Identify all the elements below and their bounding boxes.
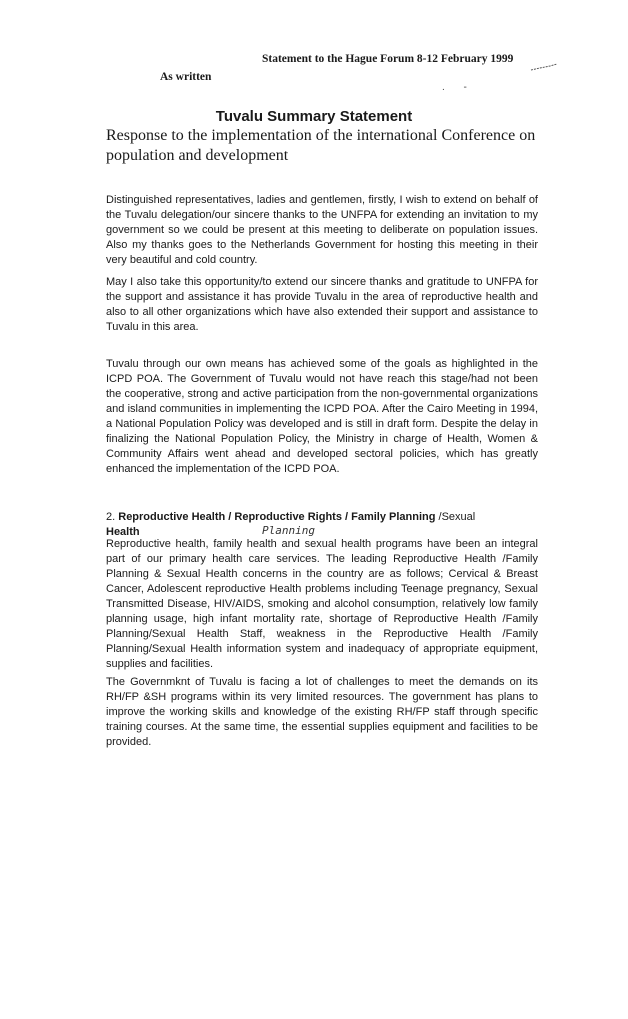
- paragraph-challenges: The Governmknt of Tuvalu is facing a lot…: [106, 676, 538, 748]
- section-heading-line2: Health: [106, 526, 140, 538]
- section-heading-bold: Reproductive Health / Reproductive Right…: [118, 511, 436, 523]
- paragraph-reproductive-health: Reproductive health, family health and s…: [106, 538, 538, 670]
- page-title: Tuvalu Summary Statement: [215, 108, 413, 125]
- forum-header: Statement to the Hague Forum 8-12 Februa…: [262, 53, 514, 65]
- as-written-note: As written: [160, 71, 212, 83]
- stray-marks: . -: [442, 82, 475, 93]
- section-heading: 2. Reproductive Health / Reproductive Ri…: [106, 510, 538, 540]
- handwritten-annotation: Planning: [262, 524, 315, 537]
- paragraph-opening: Distinguished representatives, ladies an…: [106, 194, 538, 266]
- pen-stroke-mark: [530, 63, 558, 71]
- page-subtitle: Response to the implementation of the in…: [106, 127, 536, 164]
- section-number: 2.: [106, 511, 116, 523]
- section-heading-tail: /Sexual: [438, 511, 476, 523]
- paragraph-thanks: May I also take this opportunity/to exte…: [106, 276, 538, 333]
- paragraph-progress: Tuvalu through our own means has achieve…: [106, 358, 538, 475]
